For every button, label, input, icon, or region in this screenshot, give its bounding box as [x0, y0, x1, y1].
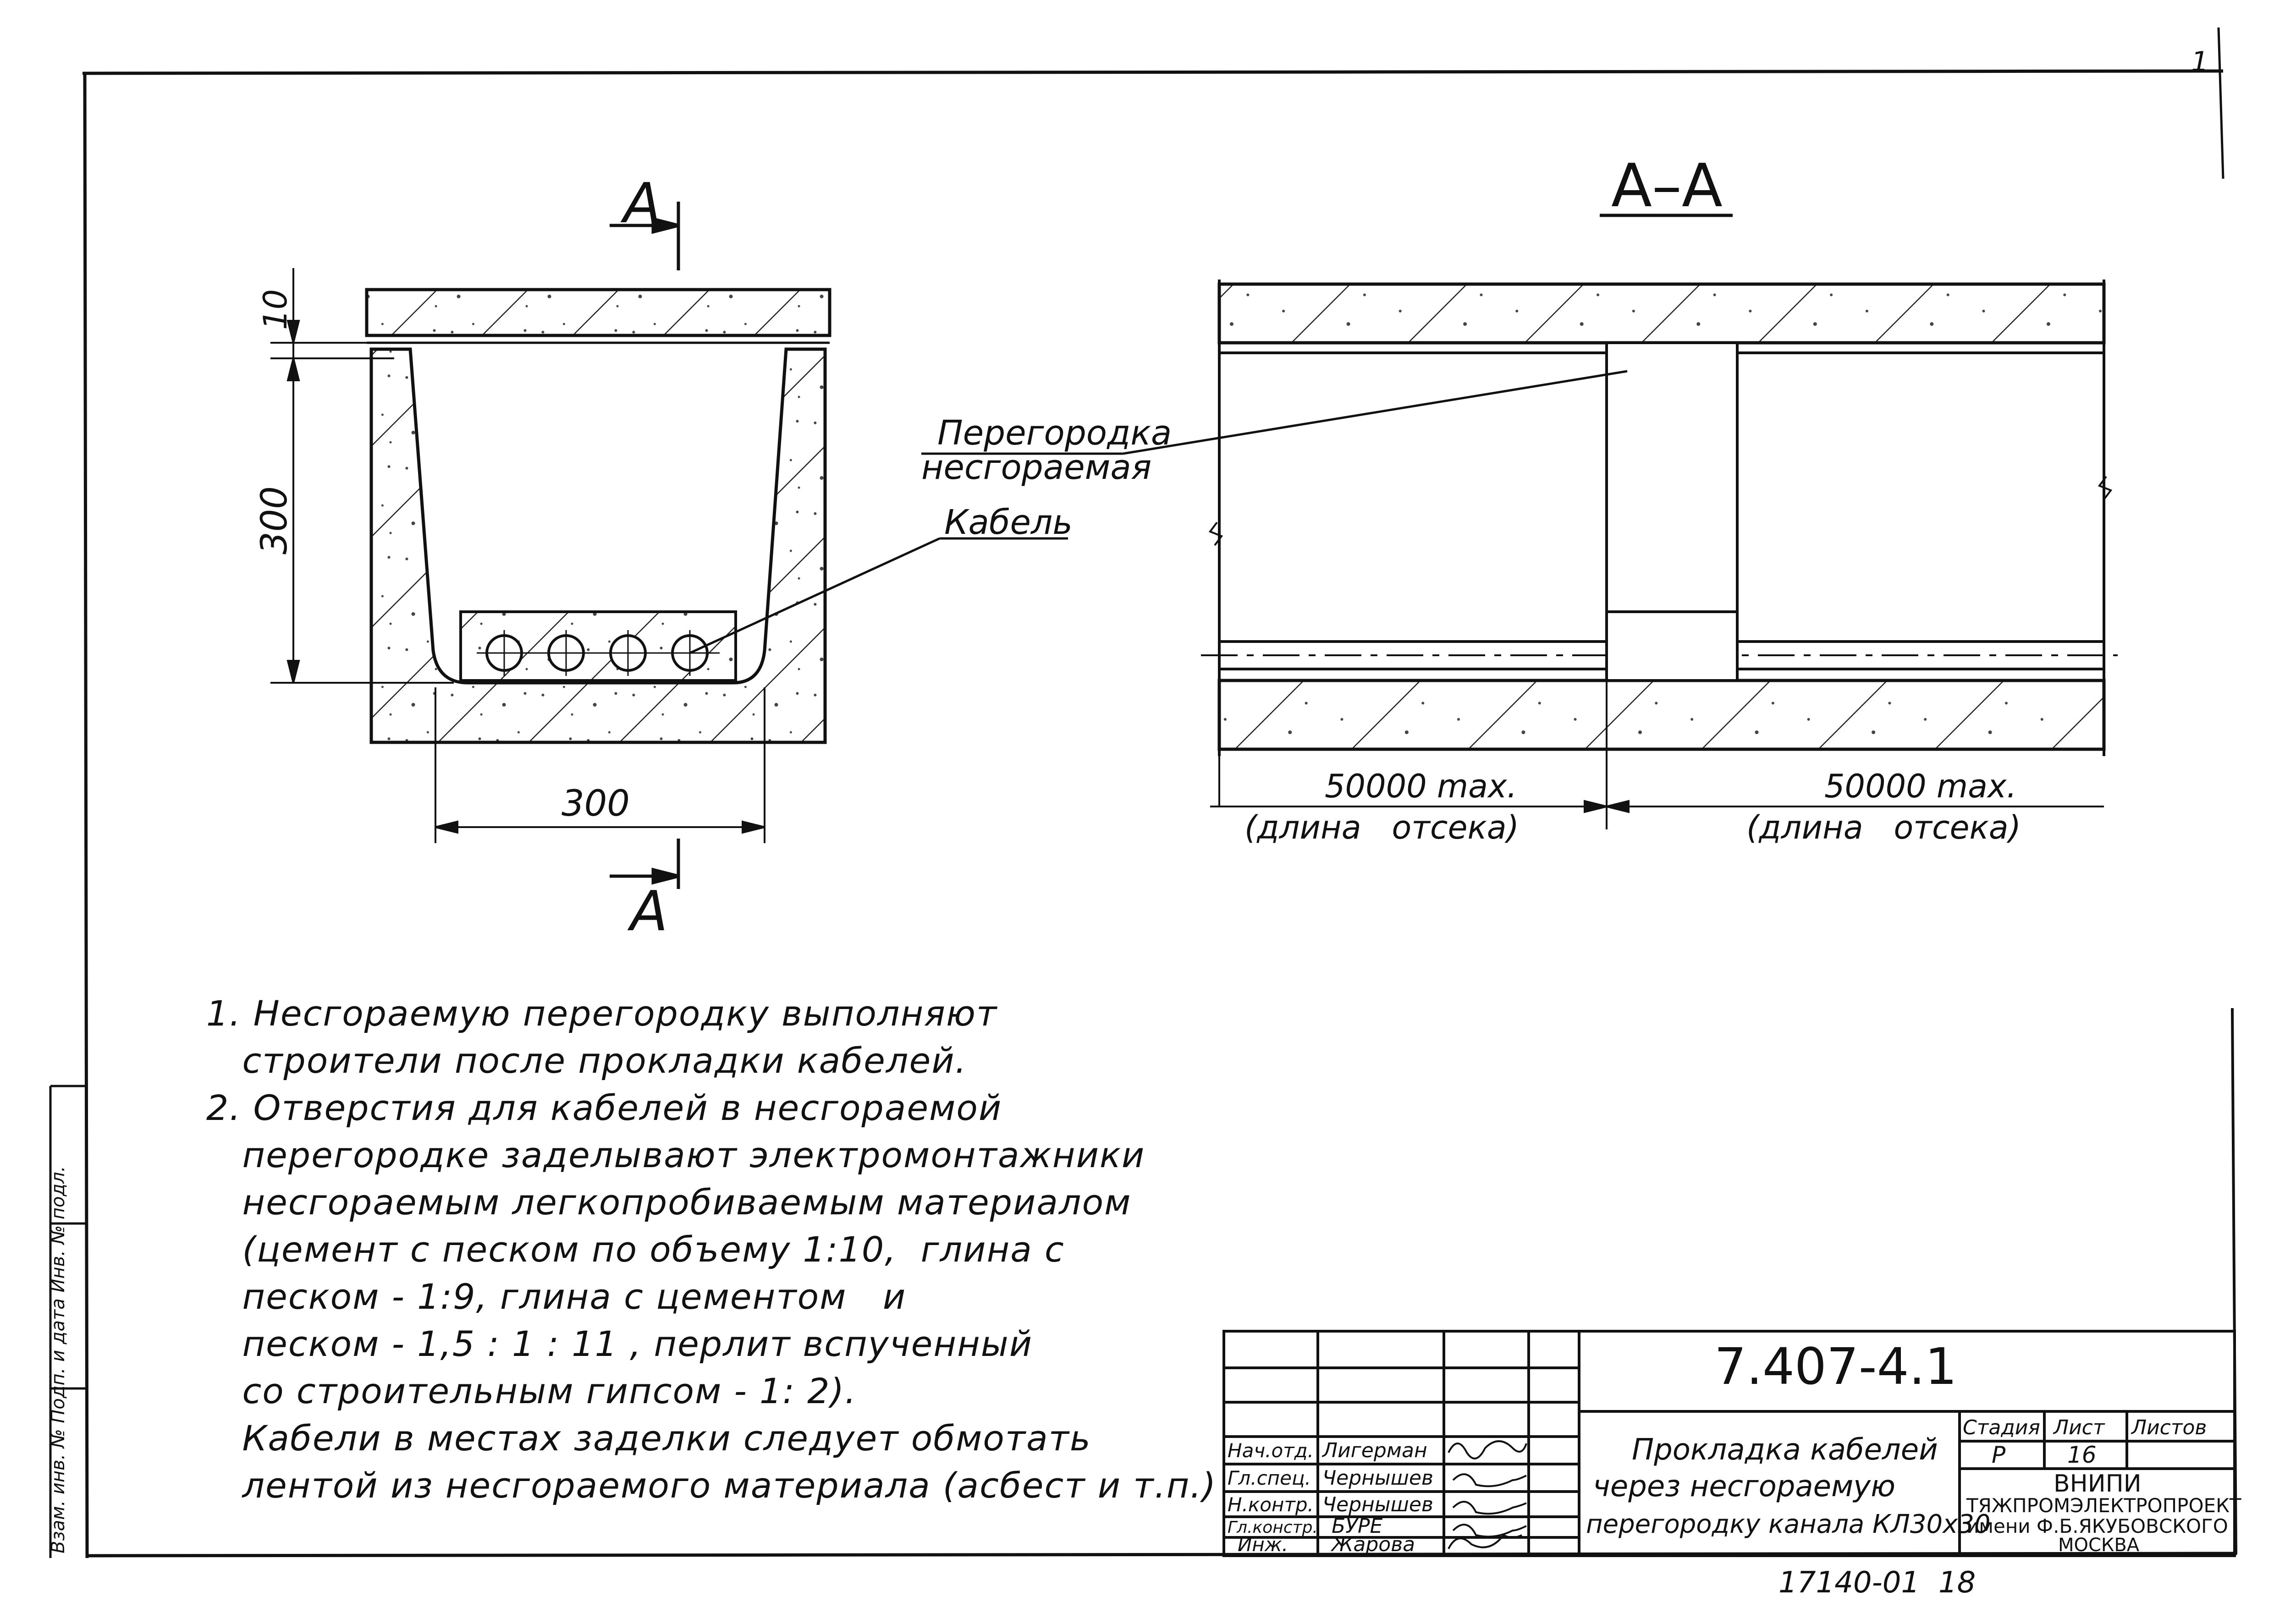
- org-line-1: ВНИПИ: [2054, 1470, 2142, 1498]
- note-line: лентой из несгораемого материала (асбест…: [206, 1465, 1217, 1506]
- title-block-grid: [1222, 1330, 2236, 1557]
- dim-height-label: 300: [254, 486, 295, 554]
- doc-number: 7.407-4.1: [1714, 1337, 1957, 1396]
- note-line: со строительным гипсом - 1: 2).: [206, 1371, 857, 1411]
- cut-label-top: А: [620, 172, 661, 236]
- name-4: БУРЕ: [1332, 1514, 1383, 1538]
- note-line: Кабели в местах заделки следует обмотать: [206, 1418, 1091, 1459]
- signatures: [1448, 1440, 1527, 1549]
- org-line-3: имени Ф.Б.ЯКУБОВСКОГО: [1966, 1515, 2228, 1537]
- right-caption: (длина отсека): [1746, 809, 2021, 846]
- sheet-frame: [82, 27, 2237, 1558]
- role-5: Инж.: [1238, 1533, 1288, 1556]
- sheet-header: Лист: [2053, 1416, 2105, 1439]
- org-line-4: МОСКВА: [2058, 1535, 2140, 1556]
- org-line-2: ТЯЖПРОМЭЛЕКТРОПРОЕКТ: [1966, 1494, 2241, 1517]
- side-strip: [49, 1085, 87, 1558]
- stage-header: Стадия: [1963, 1416, 2040, 1439]
- title-line-3: перегородку канала КЛ30х30: [1586, 1509, 1991, 1539]
- role-2: Гл.спец.: [1228, 1467, 1311, 1489]
- note-line: строители после прокладки кабелей.: [206, 1040, 967, 1081]
- note-line: 1. Несгораемую перегородку выполняют: [206, 993, 998, 1034]
- section-title: А–А: [1611, 151, 1723, 220]
- note-line: перегородке заделывают электромонтажники: [206, 1135, 1145, 1175]
- name-5: Жарова: [1330, 1533, 1415, 1556]
- section-floor: [1217, 679, 2106, 751]
- side-strip-text: Взам. инв. № Подп. и дата Инв. № подл.: [48, 1166, 69, 1553]
- name-3: Чернышев: [1322, 1493, 1433, 1516]
- role-4: Гл.констр.: [1228, 1518, 1318, 1537]
- dim-width-label: 300: [562, 783, 630, 824]
- right-length-label: 50000 max.: [1824, 768, 2017, 805]
- dim-lid-label: 10: [257, 289, 294, 330]
- notes-block: 1. Несгораемую перегородку выполняют стр…: [206, 990, 1217, 1509]
- partition-leader: [921, 370, 1628, 455]
- role-3: Н.контр.: [1228, 1493, 1314, 1516]
- channel-cross-section: [365, 288, 831, 744]
- dimension-lines-left: [270, 268, 765, 843]
- channel-lid: [365, 288, 831, 337]
- cable-leader: [689, 537, 1068, 654]
- section-dimension-lines: [1210, 646, 2104, 829]
- title-line-2: через несгораемую: [1593, 1470, 1895, 1503]
- note-line: (цемент с песком по объему 1:10, глина с: [206, 1229, 1065, 1270]
- note-line: 2. Отверстия для кабелей в несгораемой: [206, 1087, 1002, 1128]
- partition-label-line1: Перегородка: [937, 413, 1172, 453]
- title-line-1: Прокладка кабелей: [1632, 1433, 1938, 1467]
- sheet-value: 16: [2067, 1442, 2097, 1468]
- cut-label-bottom: А: [627, 880, 668, 944]
- name-2: Чернышев: [1322, 1466, 1433, 1490]
- stage-value: Р: [1992, 1442, 2006, 1468]
- channel-trough: [369, 347, 827, 744]
- partition: [1605, 341, 1739, 682]
- corner-mark: 1: [2191, 46, 2208, 78]
- partition-label-line2: несгораемая: [921, 448, 1151, 487]
- cable-label: Кабель: [944, 503, 1073, 542]
- section-lid: [1217, 282, 2106, 345]
- left-length-label: 50000 max.: [1325, 768, 1517, 805]
- note-line: песком - 1:9, глина с цементом и: [206, 1276, 907, 1317]
- bottom-stamp: 17140-01 18: [1778, 1566, 1976, 1600]
- left-caption: (длина отсека): [1244, 809, 1519, 846]
- sheets-header: Листов: [2131, 1416, 2207, 1439]
- cut-marks: [610, 202, 680, 889]
- note-line: несгораемым легкопробиваемым материалом: [206, 1182, 1132, 1223]
- note-line: песком - 1,5 : 1 : 11 , перлит вспученны…: [206, 1323, 1033, 1364]
- name-1: Лигерман: [1321, 1439, 1427, 1462]
- longitudinal-section: [1201, 280, 2118, 756]
- role-1: Нач.отд.: [1228, 1439, 1314, 1462]
